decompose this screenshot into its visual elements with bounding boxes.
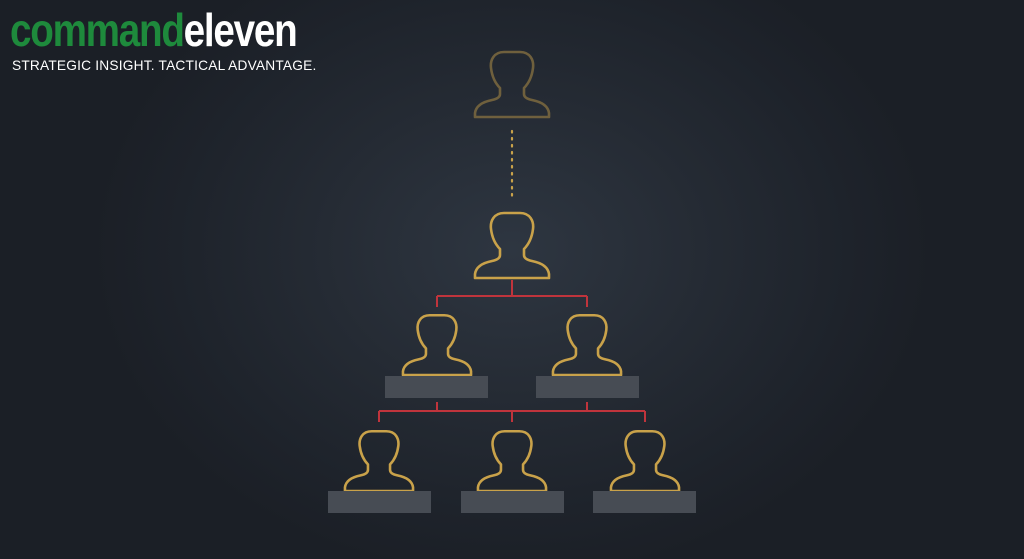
connector-level2-to-level3 xyxy=(436,280,588,307)
name-placeholder-level3-right xyxy=(536,376,639,398)
person-icon-level2 xyxy=(473,211,551,280)
person-icon-level3-right xyxy=(551,313,623,377)
person-icon-level4-center xyxy=(476,429,548,493)
person-icon-level4-left xyxy=(343,429,415,493)
name-placeholder-level4-left xyxy=(328,491,431,513)
connector-level3-to-level4 xyxy=(378,402,646,422)
name-placeholder-level4-right xyxy=(593,491,696,513)
name-placeholder-level4-center xyxy=(461,491,564,513)
person-icon-level1 xyxy=(473,50,551,119)
person-icon-level4-right xyxy=(609,429,681,493)
logo-wordmark-eleven: eleven xyxy=(183,4,298,56)
logo-tagline: STRATEGIC INSIGHT. TACTICAL ADVANTAGE. xyxy=(12,57,317,73)
logo-wordmark: commandeleven xyxy=(10,4,298,56)
name-placeholder-level3-left xyxy=(385,376,488,398)
person-icon-level3-left xyxy=(401,313,473,377)
logo-wordmark-command: command xyxy=(10,4,185,56)
company-logo: commandeleven xyxy=(10,6,351,54)
